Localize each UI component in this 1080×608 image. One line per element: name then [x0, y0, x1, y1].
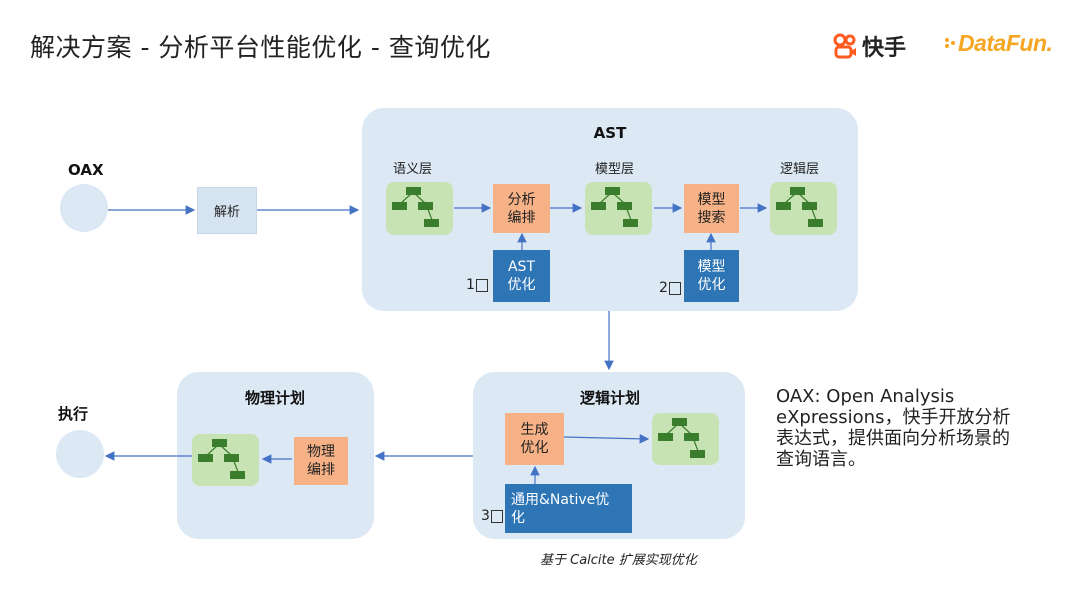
physical-plan-title: 物理计划 [244, 389, 305, 407]
exec-label: 执行 [58, 405, 89, 423]
tree-node [776, 202, 791, 210]
generate-optimize-line1: 生成 [520, 422, 549, 438]
generate-optimize-line2: 优化 [520, 440, 549, 456]
tree-node [591, 202, 606, 210]
tree-glyph-icon [198, 439, 245, 479]
native-optimize-line2: 化 [511, 509, 525, 526]
ast-optimize-box: AST 优化 [493, 250, 550, 302]
model-search-line2: 搜索 [697, 209, 726, 226]
ast-optimize-line2: 优化 [507, 277, 536, 293]
oax-label: OAX [68, 161, 104, 179]
tree-node [230, 471, 245, 479]
tree-node [424, 219, 439, 227]
kuaishou-logo: 快手 [832, 30, 906, 62]
oax-note-line2: eXpressions，快手开放分析 [776, 407, 1011, 428]
step-number-2: 2 [659, 280, 681, 296]
tree-node [623, 219, 638, 227]
logic-tree [770, 182, 837, 235]
tree-node [684, 433, 699, 441]
step-number-1-text: 1 [466, 277, 475, 293]
step-box-icon [490, 509, 503, 523]
step-number-3-text: 3 [481, 508, 490, 524]
logic-layer-label: 逻辑层 [780, 162, 820, 177]
physical-arrange-line2: 编排 [307, 462, 335, 478]
model-layer-label: 模型层 [595, 162, 635, 177]
model-optimize-box: 模型 优化 [684, 250, 739, 302]
tree-glyph-icon [392, 187, 439, 227]
tree-glyph-icon [591, 187, 638, 227]
analyze-arrange-line1: 分析 [507, 191, 536, 208]
physical-plan-tree [192, 434, 259, 486]
analyze-arrange-box: 分析 编排 [493, 184, 550, 233]
native-optimize-line1: 通用&Native优 [511, 491, 610, 508]
semantic-layer-label: 语义层 [393, 162, 433, 177]
step-box-icon [668, 281, 681, 295]
kuaishou-logo-text: 快手 [862, 36, 907, 61]
parse-box: 解析 [197, 187, 257, 234]
tree-glyph-icon [776, 187, 823, 227]
ast-optimize-line1: AST [507, 259, 535, 275]
model-tree [585, 182, 652, 235]
native-optimize-box: 通用&Native优 化 [505, 484, 632, 533]
tree-node [790, 187, 805, 195]
exec-node [56, 430, 104, 478]
model-search-box: 模型 搜索 [684, 184, 739, 233]
analyze-arrange-line2: 编排 [507, 209, 536, 226]
generate-optimize-box: 生成 优化 [505, 413, 564, 465]
ast-title: AST [593, 124, 627, 142]
tree-node [605, 187, 620, 195]
step-number-3: 3 [481, 508, 503, 524]
tree-glyph-icon [658, 418, 705, 458]
tree-node [392, 202, 407, 210]
step-number-1: 1 [466, 277, 488, 293]
arrow-gen-to-tree [563, 434, 650, 444]
tree-node [224, 454, 239, 462]
step-number-2-text: 2 [659, 280, 668, 296]
page-title: 解决方案 - 分析平台性能优化 - 查询优化 [30, 33, 491, 62]
tree-node [690, 450, 705, 458]
tree-node [802, 202, 817, 210]
oax-node [60, 184, 108, 232]
model-optimize-line1: 模型 [697, 259, 726, 275]
tree-node [212, 439, 227, 447]
physical-arrange-box: 物理 编排 [294, 437, 348, 485]
oax-note-line3: 表达式，提供面向分析场景的 [776, 428, 1010, 449]
semantic-tree [386, 182, 453, 235]
datafun-dots-icon [945, 37, 955, 48]
logic-plan-title: 逻辑计划 [579, 389, 640, 407]
tree-node [658, 433, 673, 441]
model-optimize-line2: 优化 [697, 277, 726, 293]
tree-node [418, 202, 433, 210]
tree-node [198, 454, 213, 462]
oax-note: OAX: Open Analysis eXpressions，快手开放分析 表达… [776, 386, 1066, 470]
tree-node [672, 418, 687, 426]
model-search-line1: 模型 [697, 191, 726, 208]
calcite-caption: 基于 Calcite 扩展实现优化 [540, 553, 697, 568]
physical-arrange-line1: 物理 [307, 444, 335, 460]
step-box-icon [475, 278, 488, 292]
tree-node [406, 187, 421, 195]
tree-node [808, 219, 823, 227]
tree-node [617, 202, 632, 210]
oax-note-line4: 查询语言。 [776, 449, 866, 470]
datafun-logo-text: DataFun. [958, 30, 1053, 56]
datafun-logo: DataFun. [944, 30, 1053, 57]
oax-note-line1: OAX: Open Analysis [776, 386, 955, 407]
kuaishou-icon [833, 33, 856, 59]
logic-plan-tree [652, 413, 719, 465]
